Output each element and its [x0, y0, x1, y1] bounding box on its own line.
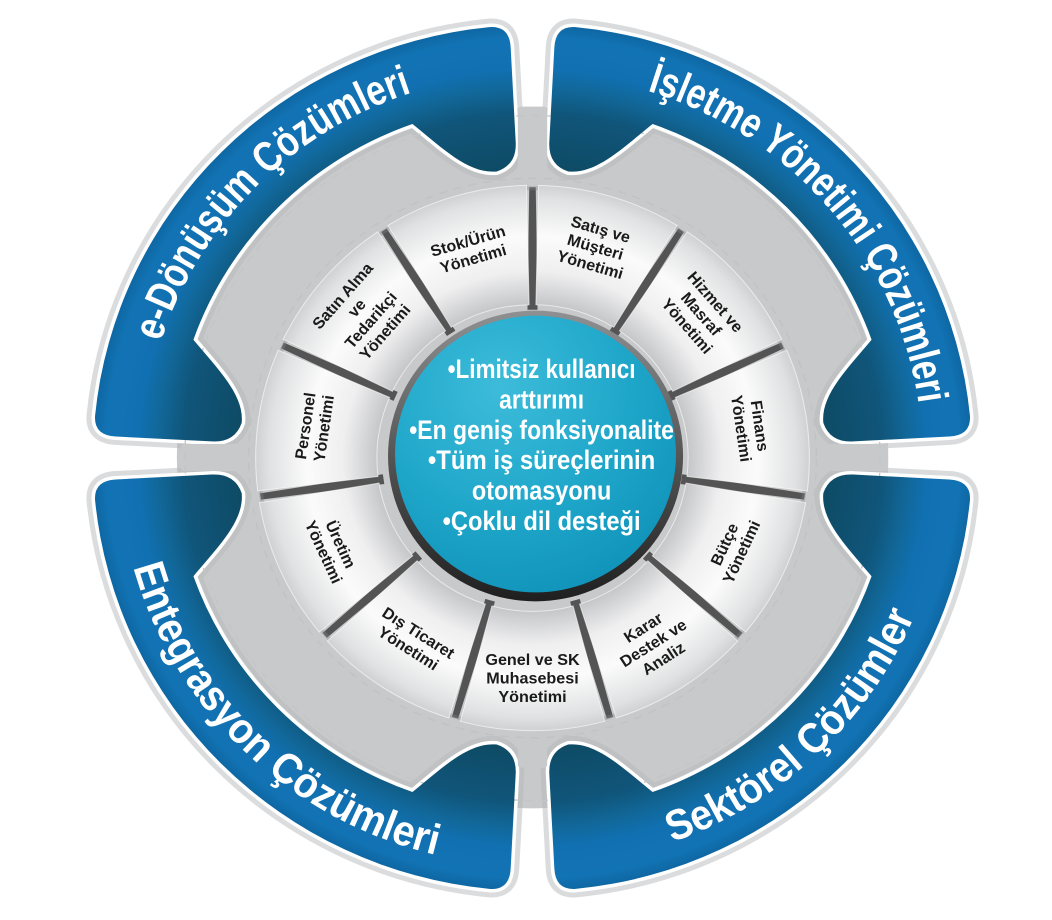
svg-text:•Limitsiz kullanıcı: •Limitsiz kullanıcı	[448, 353, 636, 384]
svg-text:arttırımı: arttırımı	[499, 384, 584, 415]
svg-text:•Çoklu dil desteği: •Çoklu dil desteği	[443, 505, 641, 536]
svg-text:otomasyonu: otomasyonu	[472, 475, 611, 506]
svg-text:•En geniş fonksiyonalite: •En geniş fonksiyonalite	[409, 414, 674, 445]
svg-text:•Tüm iş süreçlerinin: •Tüm iş süreçlerinin	[428, 444, 655, 475]
